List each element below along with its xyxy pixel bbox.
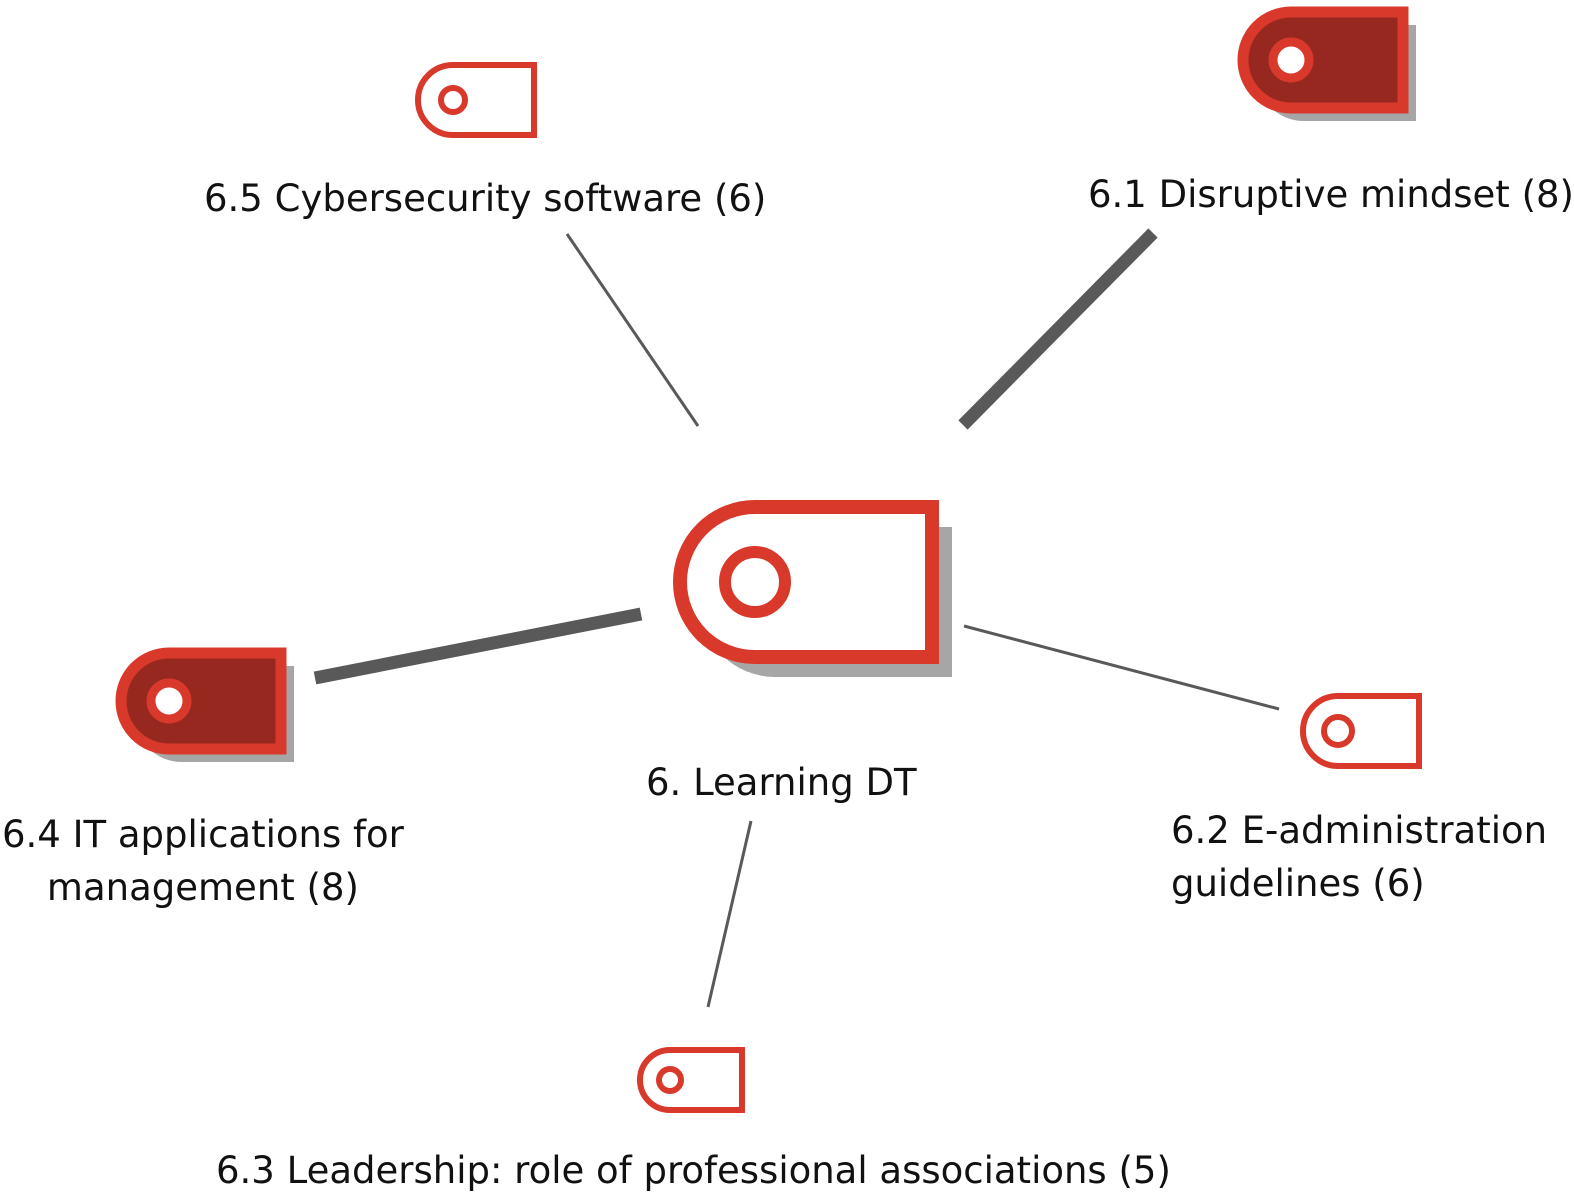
node-6-5-label: 6.5 Cybersecurity software (6): [204, 172, 766, 225]
tag-body: [1300, 693, 1422, 769]
node-6-4-label: 6.4 IT applications for management (8): [2, 808, 404, 914]
node-6-2-label-line: guidelines (6): [1171, 862, 1425, 905]
tag-body: [1237, 6, 1409, 114]
node-6-2-label: 6.2 E-administration guidelines (6): [1171, 804, 1547, 910]
connector-6-4: [313, 607, 643, 685]
center-node-label: 6. Learning DT: [646, 756, 917, 809]
center-node-tag-icon: [673, 500, 952, 677]
tag-body: [415, 62, 537, 138]
tag-hole: [1321, 714, 1355, 748]
node-6-4-tag-icon: [115, 647, 294, 762]
tag-hole: [1268, 37, 1314, 83]
node-6-1-label-line: 6.1 Disruptive mindset (8): [1088, 173, 1574, 216]
node-6-3-tag-icon: [637, 1047, 745, 1113]
tag-hole: [146, 678, 192, 724]
node-6-4-label-line: 6.4 IT applications for: [2, 813, 404, 856]
connector-6-1: [958, 228, 1158, 430]
node-6-5-tag-icon: [415, 62, 537, 138]
node-6-1-tag-icon: [1237, 6, 1416, 121]
connector-6-2: [963, 624, 1280, 711]
node-6-5-label-line: 6.5 Cybersecurity software (6): [204, 177, 767, 220]
center-node-label-text: 6. Learning DT: [646, 761, 917, 804]
node-6-2-label-line: 6.2 E-administration: [1171, 809, 1548, 852]
connector-6-5: [565, 233, 700, 427]
node-6-3-label: 6.3 Leadership: role of professional ass…: [216, 1144, 1171, 1197]
node-6-1-label: 6.1 Disruptive mindset (8): [1088, 168, 1574, 221]
tag-body: [115, 647, 287, 755]
tag-hole: [438, 85, 468, 115]
tag-hole: [656, 1066, 684, 1094]
tag-hole: [719, 546, 791, 618]
tag-body: [673, 500, 939, 664]
node-6-3-label-line: 6.3 Leadership: role of professional ass…: [216, 1149, 1171, 1192]
node-6-4-label-line: management (8): [46, 866, 359, 909]
tag-body: [637, 1047, 745, 1113]
node-6-2-tag-icon: [1300, 693, 1422, 769]
connector-6-3: [706, 820, 753, 1008]
